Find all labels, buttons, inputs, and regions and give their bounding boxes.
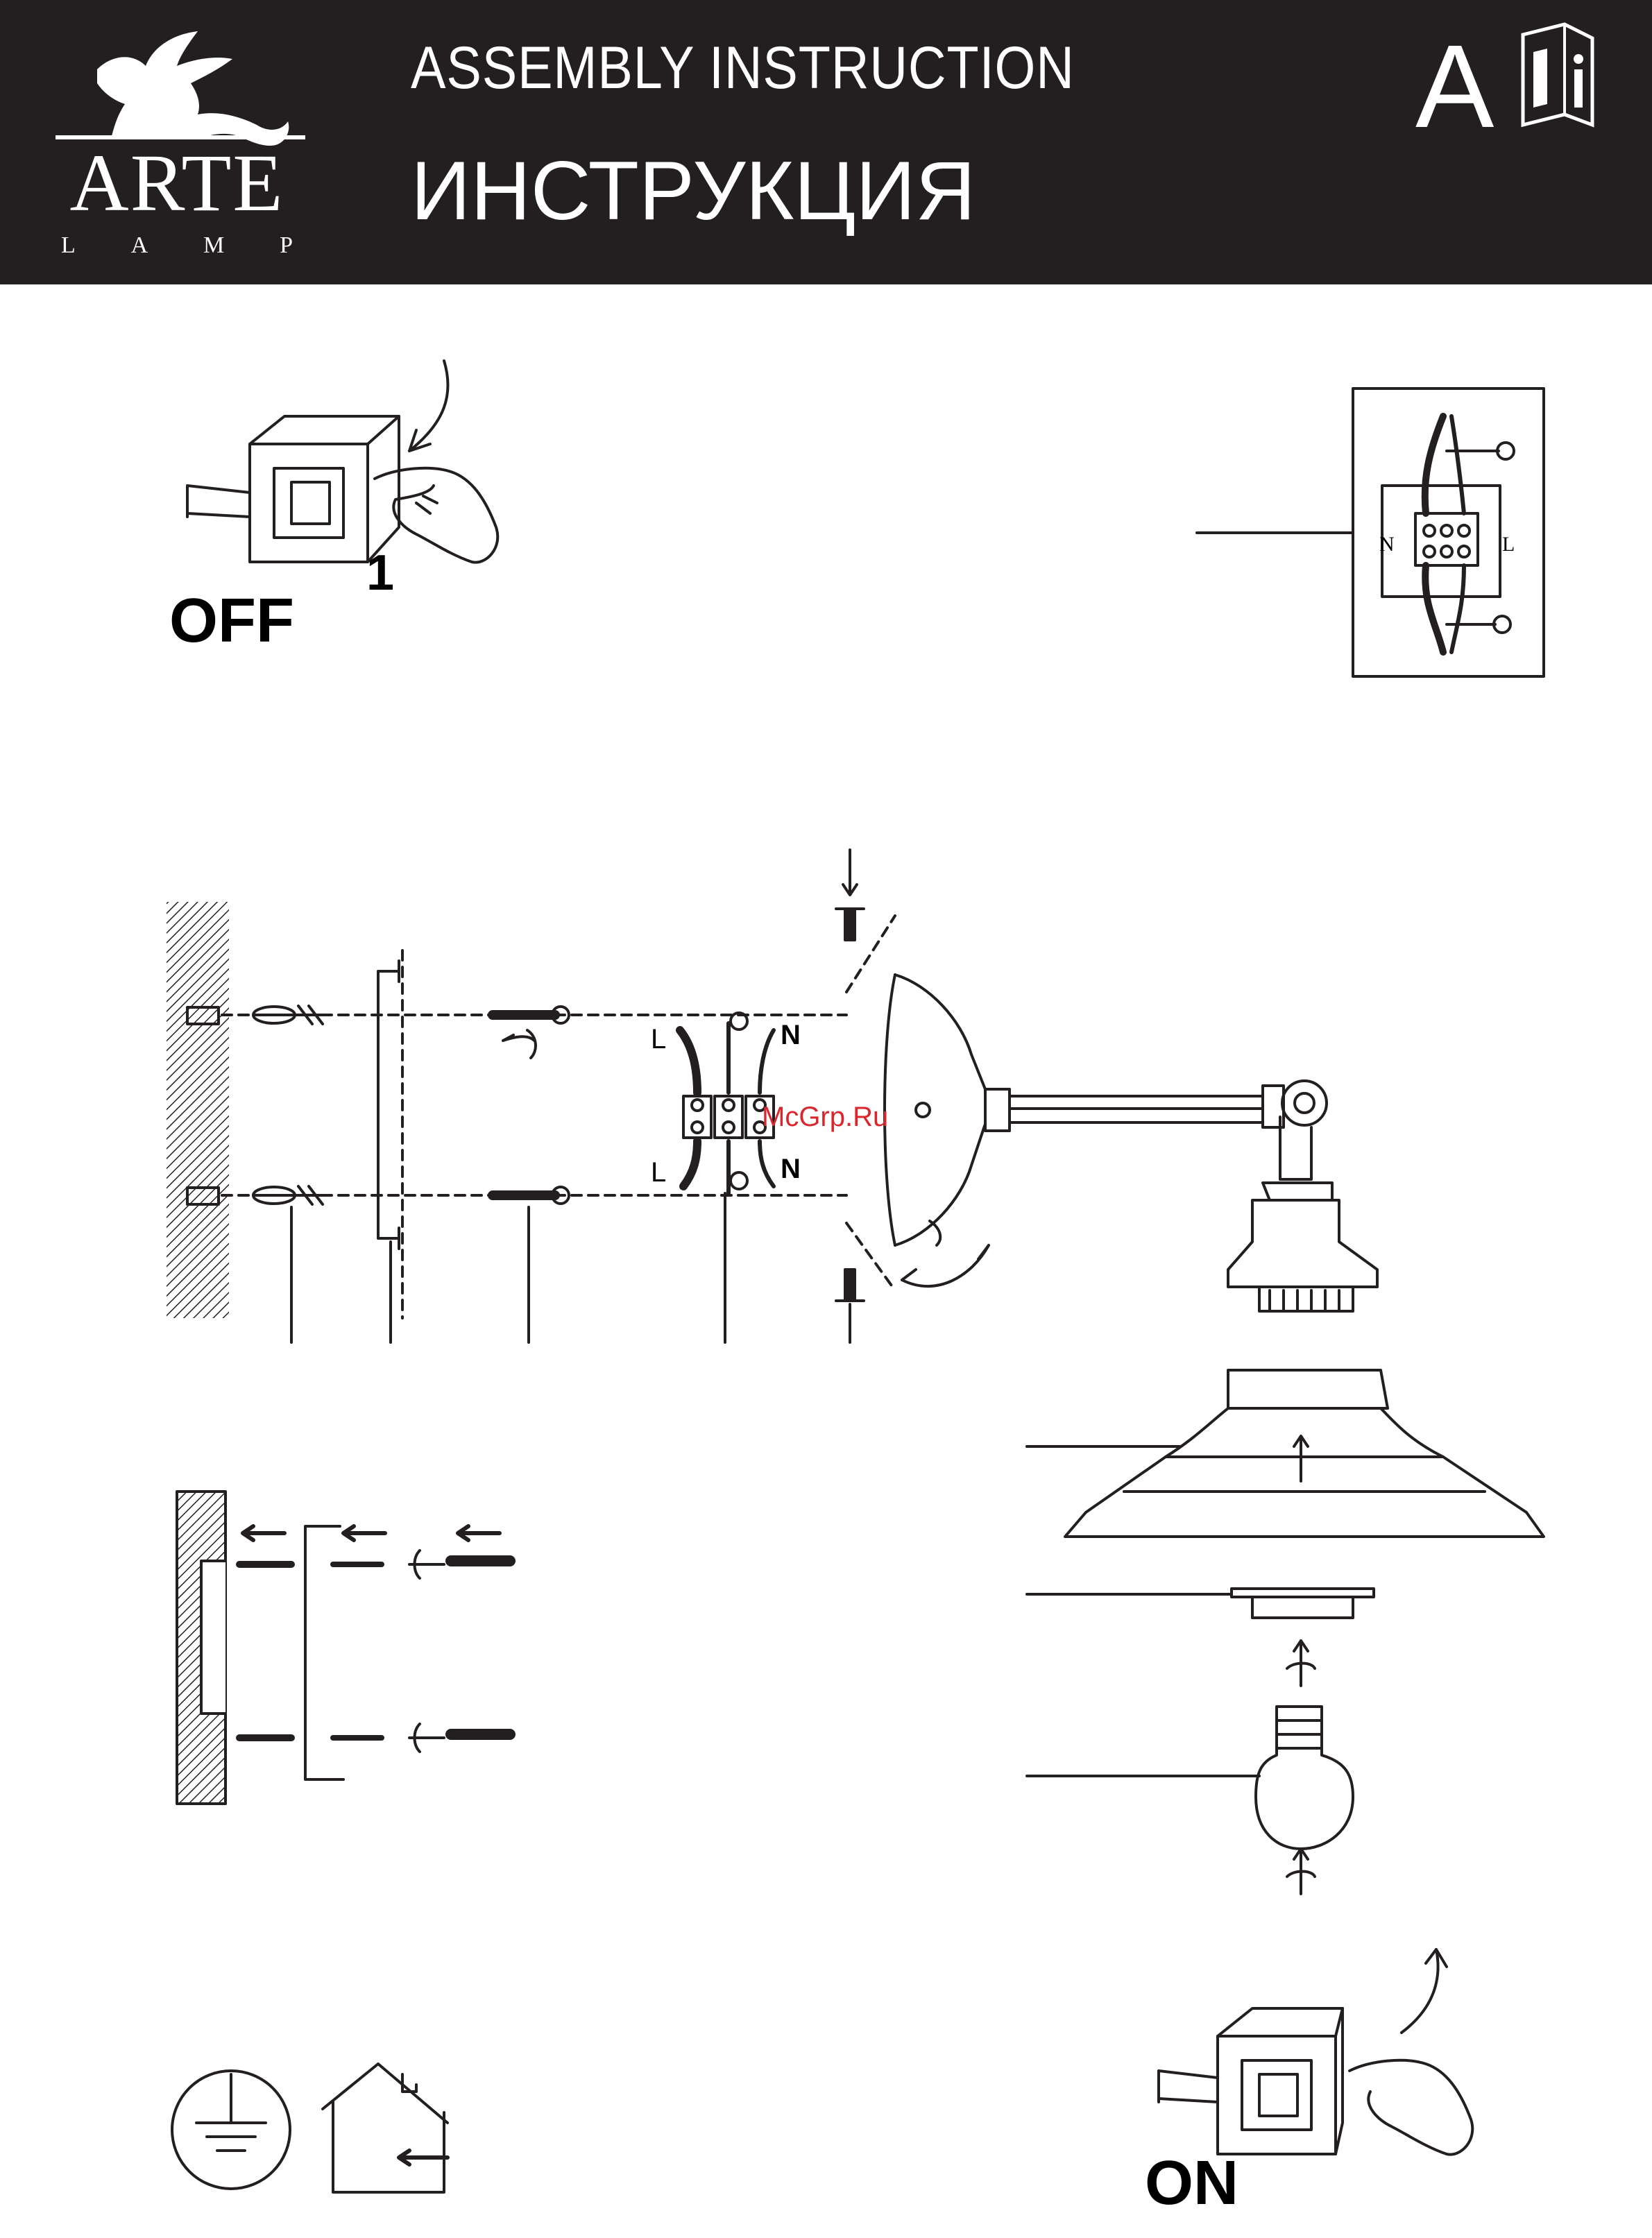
switch-off-label: OFF <box>169 590 294 652</box>
terminal-live-top-label: L <box>651 1025 666 1053</box>
mounting-bracket <box>378 961 399 1249</box>
terminal-block <box>680 1013 774 1193</box>
inset-live-label: L <box>1502 534 1515 555</box>
indoor-use-icon <box>323 2064 448 2192</box>
leader-lines <box>291 1193 850 1342</box>
wall-recess <box>201 1561 225 1714</box>
watermark-text: McGrp.Ru <box>762 1103 888 1131</box>
lamp-shade <box>1065 1370 1544 1537</box>
terminal-neutral-top-label: N <box>781 1021 801 1049</box>
switch-on-label: ON <box>1145 2152 1238 2214</box>
inset-neutral-label: N <box>1379 534 1395 555</box>
wall-hatch <box>167 902 229 1318</box>
terminal-neutral-bottom-label: N <box>781 1155 801 1183</box>
switch-off-icon <box>187 416 399 562</box>
terminal-live-bottom-label: L <box>651 1159 666 1186</box>
rotate-up-icon <box>1287 1849 1315 1894</box>
rotate-up-icon <box>1287 1641 1315 1686</box>
switch-on-icon <box>1159 2008 1343 2154</box>
shade-ring <box>1232 1589 1374 1618</box>
lamp-arm <box>985 1081 1327 1179</box>
top-screw <box>836 850 864 940</box>
arrow-down-icon <box>409 361 448 451</box>
hand-icon <box>1349 2060 1472 2155</box>
lamp-wall-plate <box>885 975 985 1245</box>
lamp-socket <box>1228 1183 1377 1311</box>
ground-symbol-icon <box>172 2071 290 2189</box>
wiring-inset-frame <box>1197 388 1544 676</box>
arrow-up-icon <box>1402 1949 1447 2033</box>
bottom-screw <box>836 1270 864 1301</box>
rotate-arrow-icon <box>503 1030 536 1058</box>
swing-arrow-icon <box>902 1245 989 1286</box>
bulb <box>1256 1707 1353 1849</box>
mounting-screws <box>493 1007 569 1204</box>
side-view-parts <box>239 1526 510 1779</box>
step-number: 1 <box>366 548 394 598</box>
